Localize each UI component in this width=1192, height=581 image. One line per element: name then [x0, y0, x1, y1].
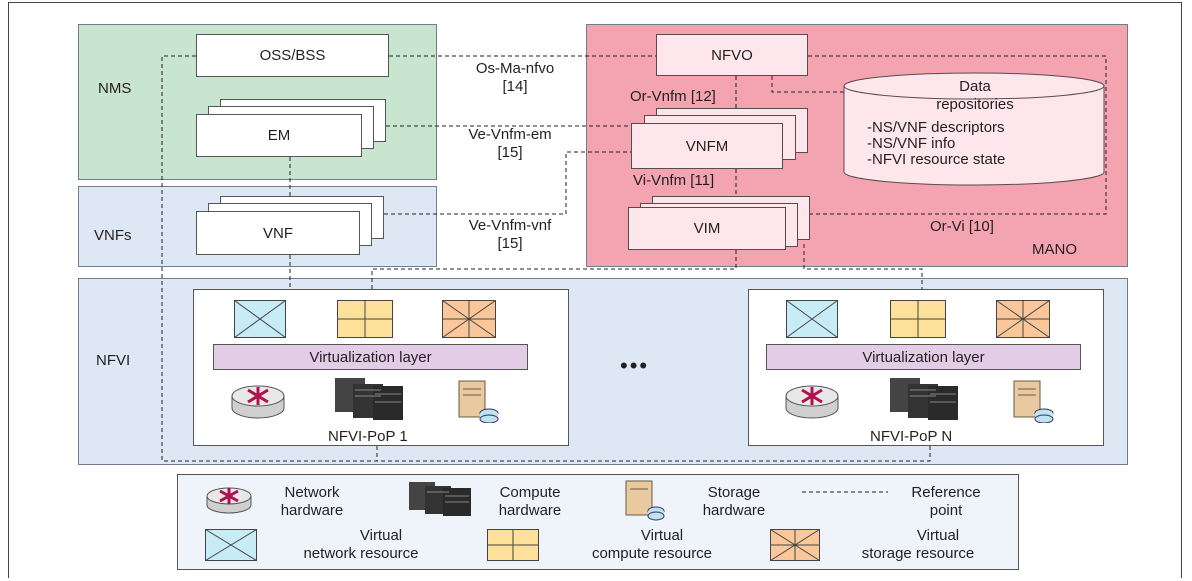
vim-label: VIM: [693, 220, 721, 237]
vnfm-label: VNFM: [685, 137, 729, 155]
virtual-network-resource-icon: [234, 300, 286, 338]
legend-storage-hardware: Storage hardware: [684, 484, 784, 520]
nms-label: NMS: [98, 80, 132, 97]
ve-vnfm-vnf-text: Ve-Vnfm-vnf: [468, 217, 552, 234]
legend-text: hardware: [280, 502, 344, 519]
network-hardware-icon: [231, 385, 285, 419]
oss-bss-box: OSS/BSS: [196, 34, 389, 77]
reference-point-line-icon: [802, 491, 888, 493]
legend-text: Network: [284, 484, 340, 501]
oss-bss-label: OSS/BSS: [259, 47, 326, 64]
legend-text: compute resource: [591, 545, 713, 562]
ve-vnfm-vnf-label: Ve-Vnfm-vnf [15]: [440, 217, 580, 253]
storage-hardware-icon: [625, 480, 665, 521]
vi-vnfm-label: Vi-Vnfm [11]: [633, 172, 715, 189]
mano-label: MANO: [1032, 241, 1077, 258]
figure-frame: [8, 2, 1182, 578]
nfvi-label: NFVI: [96, 352, 131, 369]
virtualization-layer-label: Virtualization layer: [862, 348, 985, 366]
legend-text: hardware: [498, 502, 562, 519]
legend-text: Storage: [707, 484, 761, 501]
legend-compute-hardware: Compute hardware: [480, 484, 580, 520]
compute-hardware-icon: [409, 482, 471, 516]
nfvi-pop-n-label: NFVI-PoP N: [870, 428, 953, 445]
legend-text: Reference: [911, 484, 981, 501]
compute-hardware-icon: [890, 378, 958, 420]
legend-text: Compute: [499, 484, 561, 501]
nfvi-pop-1-label: NFVI-PoP 1: [328, 428, 408, 445]
virtual-storage-resource-icon: [442, 300, 496, 338]
ve-vnfm-vnf-ref: [15]: [497, 235, 523, 252]
legend-text: Virtual: [359, 527, 403, 544]
em-label: EM: [267, 127, 291, 144]
network-hardware-icon: [785, 385, 839, 419]
nfvo-box: NFVO: [656, 34, 808, 76]
virtual-compute-resource-icon: [487, 529, 539, 561]
vnfs-label: VNFs: [94, 227, 132, 244]
ve-vnfm-em-ref: [15]: [497, 144, 523, 161]
repository-items: -NS/VNF descriptors -NS/VNF info -NFVI r…: [867, 120, 1005, 168]
repository-title-line2: repositories: [936, 96, 1014, 113]
virtual-compute-resource-icon: [890, 300, 946, 338]
legend-text: network resource: [303, 545, 419, 562]
legend-text: storage resource: [861, 545, 975, 562]
nfvo-label: NFVO: [711, 46, 753, 64]
legend-text: point: [929, 502, 963, 519]
os-ma-nfvo-text: Os-Ma-nfvo: [475, 60, 555, 77]
legend-text: Virtual: [640, 527, 684, 544]
vnf-label: VNF: [263, 224, 293, 242]
repository-title: Data repositories: [900, 78, 1050, 114]
ve-vnfm-em-label: Ve-Vnfm-em [15]: [440, 126, 580, 162]
repository-item: -NFVI resource state: [867, 151, 1006, 168]
network-hardware-icon: [206, 487, 252, 514]
virtualization-layer-n: Virtualization layer: [766, 344, 1081, 370]
ve-vnfm-em-text: Ve-Vnfm-em: [468, 126, 552, 143]
legend-network-hardware: Network hardware: [262, 484, 362, 520]
virtual-storage-resource-icon: [996, 300, 1050, 338]
storage-hardware-icon: [458, 380, 499, 423]
em-box: EM: [196, 114, 362, 157]
repository-item: -NS/VNF info: [867, 135, 956, 152]
vnfm-box: VNFM: [631, 123, 783, 169]
virtual-storage-resource-icon: [770, 529, 820, 561]
ellipsis: •••: [620, 353, 650, 378]
legend-text: hardware: [702, 502, 766, 519]
data-repository-cylinder: [843, 72, 1105, 186]
legend-virtual-storage: Virtual storage resource: [828, 527, 1008, 563]
storage-hardware-icon: [1013, 380, 1054, 423]
compute-hardware-icon: [335, 378, 403, 420]
legend-text: Virtual: [916, 527, 960, 544]
legend-box: [177, 474, 1019, 570]
legend-virtual-compute: Virtual compute resource: [552, 527, 752, 563]
repository-item: -NS/VNF descriptors: [867, 119, 1005, 136]
os-ma-nfvo-label: Os-Ma-nfvo [14]: [450, 60, 580, 96]
virtual-network-resource-icon: [786, 300, 838, 338]
or-vnfm-label: Or-Vnfm [12]: [630, 88, 716, 105]
os-ma-nfvo-ref: [14]: [502, 78, 528, 95]
vnf-box: VNF: [196, 211, 360, 255]
virtual-compute-resource-icon: [337, 300, 393, 338]
virtual-network-resource-icon: [205, 529, 257, 561]
vim-box: VIM: [628, 207, 786, 250]
virtualization-layer-label: Virtualization layer: [309, 348, 432, 366]
legend-virtual-network: Virtual network resource: [266, 527, 456, 563]
legend-reference-point: Reference point: [896, 484, 996, 520]
repository-title-line1: Data: [959, 78, 991, 95]
or-vi-label: Or-Vi [10]: [930, 218, 994, 235]
virtualization-layer-1: Virtualization layer: [213, 344, 528, 370]
